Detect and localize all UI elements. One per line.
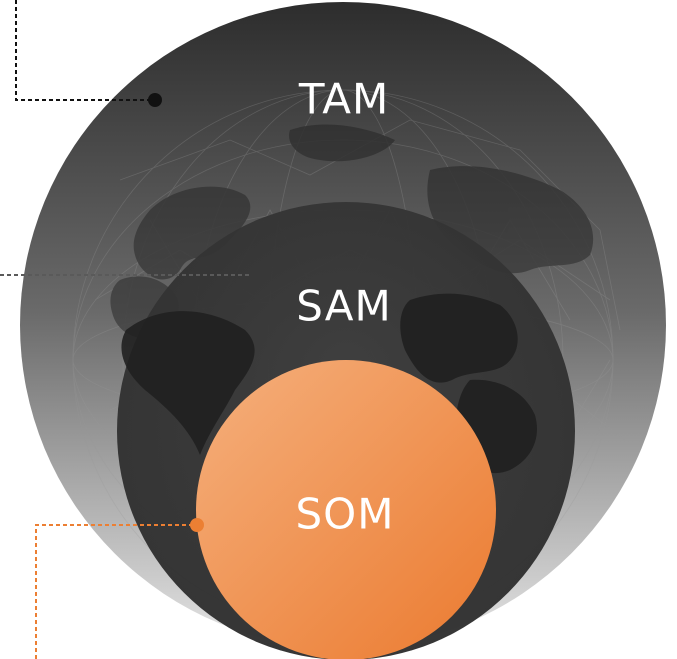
tam-connector [15, 0, 162, 107]
sam-label: SAM [296, 282, 391, 331]
som-label: SOM [296, 490, 395, 539]
som-circle [196, 360, 496, 659]
som-connector-dot [190, 518, 204, 532]
som-connector [35, 518, 204, 659]
tam-connector-dot [148, 93, 162, 107]
tam-label: TAM [298, 75, 389, 124]
